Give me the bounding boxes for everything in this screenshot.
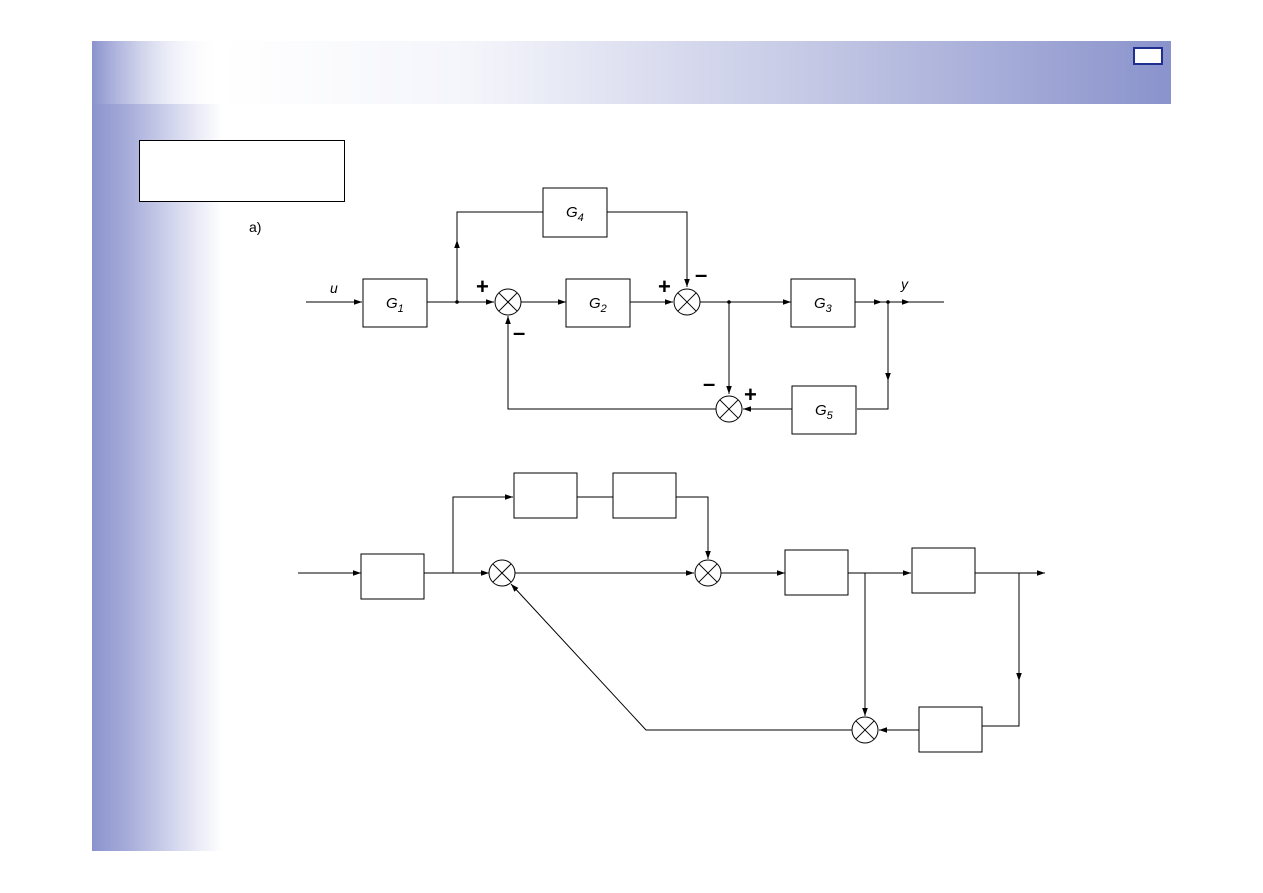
sign-sum3-minus: – xyxy=(703,371,715,396)
b-sum3-to-sum1-feedback xyxy=(510,583,852,731)
svg-text:G3: G3 xyxy=(814,295,833,315)
b-block-2 xyxy=(513,472,578,519)
block-g4-label: G xyxy=(566,204,578,221)
block-g1: G1 xyxy=(362,278,428,328)
block-g4-sub: 4 xyxy=(578,212,584,224)
b-block-1 xyxy=(360,553,425,600)
slide xyxy=(92,41,1171,851)
block-g5-label: G xyxy=(815,402,827,419)
block-g3-label: G xyxy=(814,295,826,312)
b-summing-junction-1 xyxy=(488,559,516,587)
b-block-3 xyxy=(612,472,677,519)
summing-junction-2 xyxy=(673,288,701,316)
sign-sum3-plus: + xyxy=(744,382,757,407)
block-g3: G3 xyxy=(790,278,856,328)
b-block-6 xyxy=(918,706,983,753)
sign-sum2-plus: + xyxy=(658,274,671,299)
summing-junction-1 xyxy=(494,288,522,316)
sign-sum1-plus: + xyxy=(476,274,489,299)
g4-to-sum2 xyxy=(607,211,690,287)
summing-junction-3 xyxy=(715,395,743,423)
b-block-5 xyxy=(911,547,976,594)
branch-to-g4 xyxy=(456,211,543,240)
block-g2: G2 xyxy=(565,278,631,328)
top-gradient-band xyxy=(92,41,1171,104)
svg-text:G1: G1 xyxy=(386,295,404,315)
slide-number-box xyxy=(1133,47,1163,65)
b-feedback-to-block6 xyxy=(982,681,1020,727)
block-g3-sub: 3 xyxy=(826,303,833,315)
svg-text:G2: G2 xyxy=(589,295,607,315)
sign-sum1-minus: – xyxy=(513,320,525,345)
sign-sum2-minus: – xyxy=(695,262,707,287)
block-g2-label: G xyxy=(589,295,601,312)
block-g5: G5 xyxy=(791,385,857,435)
b-branch-up xyxy=(452,494,513,573)
output-label: y xyxy=(900,276,909,292)
b-summing-junction-3 xyxy=(851,716,879,744)
b-summing-junction-2 xyxy=(694,559,722,587)
block-g1-label: G xyxy=(386,295,398,312)
block-g4: G4 xyxy=(542,187,608,238)
svg-text:G4: G4 xyxy=(566,204,584,224)
block-g1-sub: 1 xyxy=(398,303,404,315)
svg-text:G5: G5 xyxy=(815,402,834,422)
b-block-4 xyxy=(784,549,849,596)
title-box xyxy=(139,140,345,202)
b-block3-to-sum2 xyxy=(676,496,711,559)
feedback-to-g5 xyxy=(857,381,889,410)
input-label: u xyxy=(330,280,338,296)
block-g2-sub: 2 xyxy=(600,303,607,315)
part-label-a: a) xyxy=(249,219,261,235)
sum3-to-sum1-feedback xyxy=(505,316,716,410)
block-g5-sub: 5 xyxy=(827,410,834,422)
